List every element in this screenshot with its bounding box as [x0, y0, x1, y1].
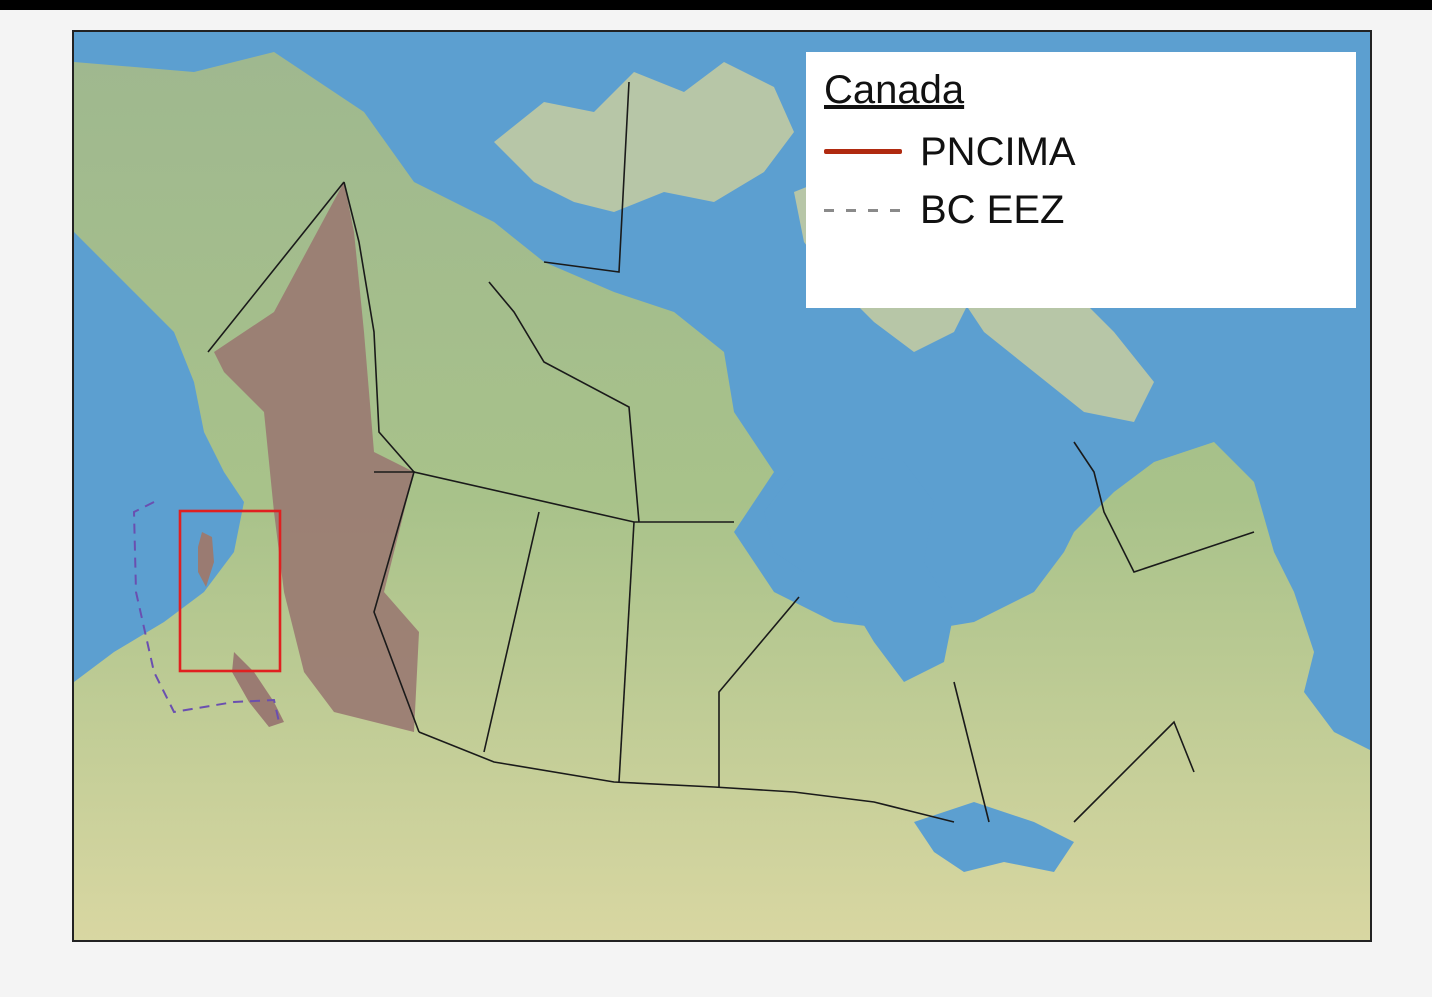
legend-item-pncima: PNCIMA — [824, 130, 1344, 174]
bc-eez-boundary — [132, 501, 280, 723]
hudson-bay — [764, 452, 954, 682]
legend-title: Canada — [824, 68, 965, 112]
map-frame[interactable]: Canada PNCIMA BC EEZ — [72, 30, 1372, 942]
arctic-islands — [494, 62, 794, 212]
british-columbia — [214, 182, 419, 732]
haida-gwaii — [198, 532, 214, 587]
legend-item-bc-eez: BC EEZ — [824, 188, 1344, 232]
boundaries — [207, 81, 1255, 823]
map-legend: Canada PNCIMA BC EEZ — [806, 52, 1356, 308]
top-black-bar — [0, 0, 1432, 10]
legend-item-label: BC EEZ — [920, 188, 1065, 232]
dashed-line-icon — [824, 209, 902, 212]
legend-item-label: PNCIMA — [920, 130, 1076, 174]
pncima-boundary-box — [178, 509, 282, 673]
great-lakes — [914, 802, 1074, 872]
solid-line-icon — [824, 149, 902, 154]
